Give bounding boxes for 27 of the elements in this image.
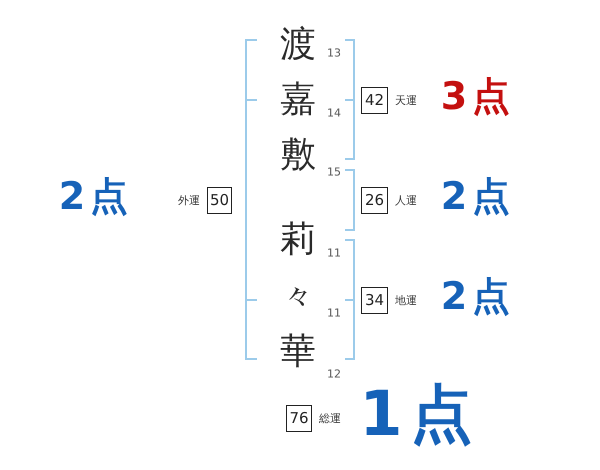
number-box: 76 bbox=[286, 405, 312, 432]
score-text: 2点 bbox=[440, 177, 516, 215]
name-character: 莉 bbox=[280, 222, 316, 258]
score-text: 2点 bbox=[58, 177, 134, 215]
stroke-count: 15 bbox=[327, 166, 341, 178]
stroke-count: 12 bbox=[327, 368, 341, 380]
fortune-label: 地運 bbox=[395, 295, 417, 306]
stroke-count: 11 bbox=[327, 248, 341, 258]
score-text: 2点 bbox=[440, 277, 516, 315]
name-character: 渡 bbox=[280, 27, 316, 63]
number-box: 42 bbox=[361, 87, 388, 114]
name-character: 嘉 bbox=[280, 82, 316, 118]
fortune-label: 天運 bbox=[395, 95, 417, 106]
number-box: 50 bbox=[207, 187, 232, 214]
number-box: 34 bbox=[361, 287, 388, 314]
name-character: 華 bbox=[280, 334, 316, 370]
fortune-label: 人運 bbox=[395, 195, 417, 206]
score-text: 3点 bbox=[440, 77, 516, 115]
name-character: 敷 bbox=[280, 137, 316, 173]
name-character: 々 bbox=[283, 282, 313, 312]
score-text: 1点 bbox=[359, 383, 481, 445]
stroke-count: 14 bbox=[327, 108, 341, 118]
fortune-label: 外運 bbox=[178, 195, 200, 206]
stroke-count: 11 bbox=[327, 308, 341, 318]
fortune-label: 総運 bbox=[319, 413, 341, 424]
number-box: 26 bbox=[361, 187, 388, 214]
stroke-count: 13 bbox=[327, 48, 341, 58]
